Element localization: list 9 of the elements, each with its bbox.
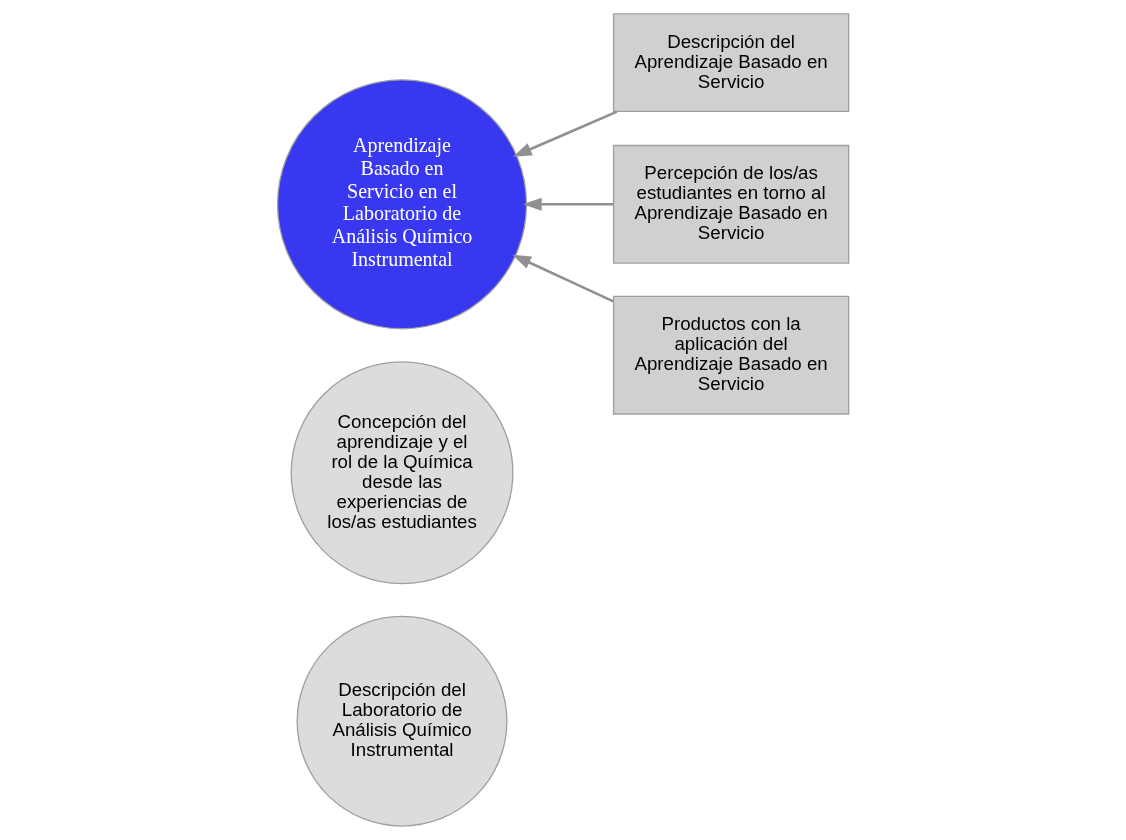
node-circle: Concepción del aprendizaje y el rol de la Química desde las experiencias de los/as estudiantes bbox=[290, 361, 514, 585]
arrow bbox=[522, 197, 614, 211]
node-box: Percepción de los/as estudiantes en torno al Aprendizaje Basado en Servicio bbox=[612, 144, 850, 264]
arrow bbox=[512, 254, 614, 303]
node-circle: Descripción del Laboratorio de Análisis Químico Instrumental bbox=[296, 615, 508, 827]
node-box: Descripción del Aprendizaje Basado en Servicio bbox=[612, 13, 850, 113]
arrow bbox=[513, 110, 618, 157]
node-circle: Aprendizaje Basado en Servicio en el Laboratorio de Análisis Químico Instrumental bbox=[276, 79, 528, 330]
node-box: Productos con la aplicación del Aprendizaje Basado en Servicio bbox=[612, 295, 850, 415]
